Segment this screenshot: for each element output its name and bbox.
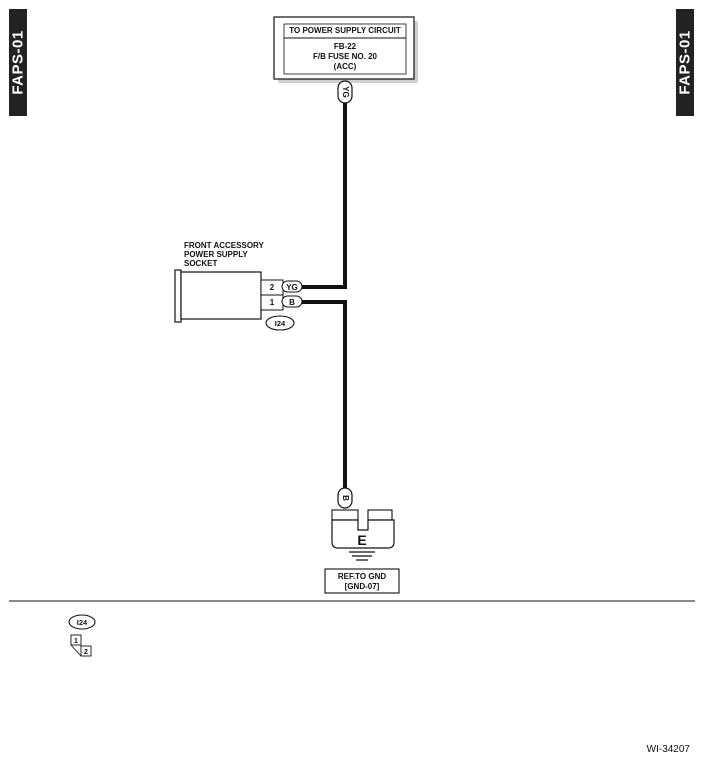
socket-label-line1: FRONT ACCESSORY — [184, 241, 265, 250]
power-wire-color: YG — [341, 86, 350, 98]
socket-pin-number: 1 — [270, 298, 275, 307]
yg-wire: YG — [302, 80, 353, 289]
power-supply-line3: (ACC) — [334, 62, 357, 71]
ground-ref-line1: REF.TO GND — [338, 572, 387, 581]
power-supply-header: TO POWER SUPPLY CIRCUIT — [289, 26, 401, 35]
sheet-tab-right: FAPS-01 — [676, 9, 694, 116]
drawing-number: WI-34207 — [646, 744, 690, 755]
socket-label-line3: SOCKET — [184, 259, 217, 268]
socket-pin-wire: YG — [286, 283, 298, 292]
legend-pin1: 1 — [74, 638, 78, 645]
sheet-tab-left: FAPS-01 — [9, 9, 27, 116]
ground-terminal: E REF.TO GND [GND-07] — [324, 509, 400, 594]
socket-connector-id: I24 — [275, 319, 286, 328]
power-supply-line1: FB-22 — [334, 42, 357, 51]
power-supply-box: TO POWER SUPPLY CIRCUIT FB-22 F/B FUSE N… — [273, 16, 418, 83]
ground-ref-line2: [GND-07] — [345, 582, 380, 591]
legend-connector: I24 1 2 — [68, 614, 96, 657]
legend-connector-id: I24 — [77, 618, 88, 627]
socket-pin-number: 2 — [270, 283, 275, 292]
power-supply-line2: F/B FUSE NO. 20 — [313, 52, 378, 61]
socket-label-line2: POWER SUPPLY — [184, 250, 248, 259]
socket-pin-wire: B — [289, 298, 295, 307]
ground-wire-color: B — [341, 495, 350, 501]
ground-terminal-letter: E — [357, 532, 366, 548]
b-wire: B — [302, 300, 353, 509]
accessory-socket: 2 1 YG B I24 — [174, 269, 303, 331]
legend-pin2: 2 — [84, 649, 88, 656]
